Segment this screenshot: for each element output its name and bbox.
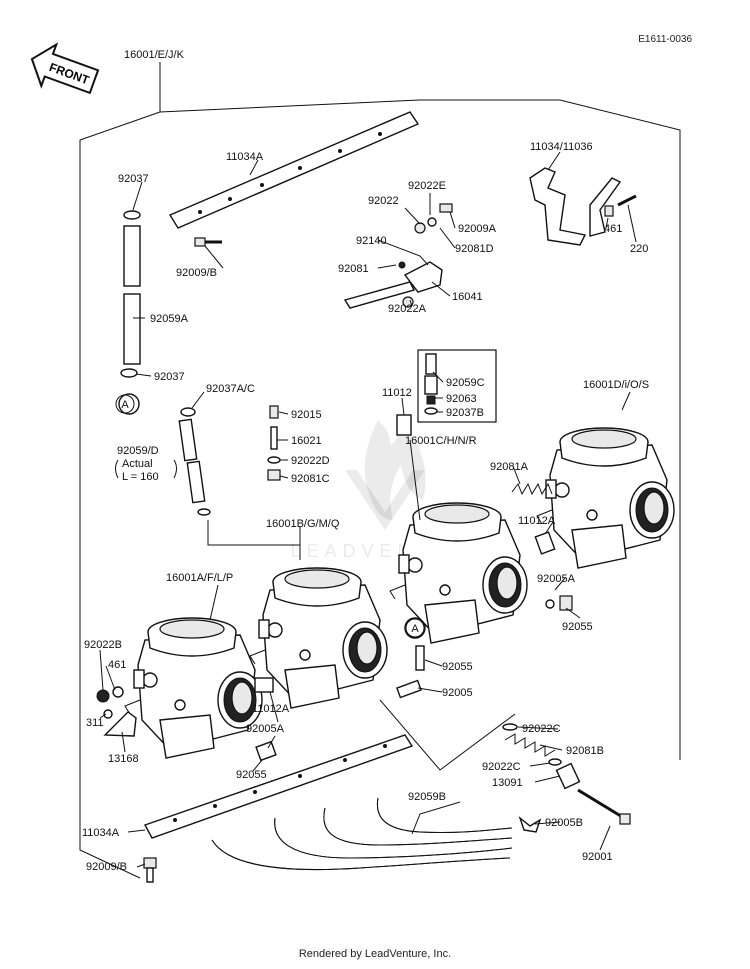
throttle-link-rail-bottom: [143, 734, 414, 839]
label-circle-a-mid: A: [411, 623, 419, 635]
label-92015: 92015: [291, 409, 322, 421]
label-92005a-mid: 92005A: [246, 723, 285, 735]
fuel-tube-92059d: [178, 407, 211, 516]
label-92055-right: 92055: [562, 621, 593, 633]
label-92022a: 92022A: [388, 303, 427, 315]
choke-small-parts: [96, 686, 137, 737]
label-92009b-top: 92009/B: [176, 267, 217, 279]
label-16001c-hnr: 16001C/H/N/R: [405, 435, 477, 447]
label-16001d-ios: 16001D/i/O/S: [583, 379, 649, 391]
label-circle-a-left: A: [121, 399, 129, 411]
label-92081a: 92081A: [490, 461, 529, 473]
label-92022d: 92022D: [291, 455, 330, 467]
front-arrow-icon: FRONT: [30, 42, 100, 95]
idle-adjust-screw: [502, 723, 631, 825]
throttle-link-rail-top: [168, 111, 420, 229]
carburetor-4: [536, 427, 675, 569]
label-92037b: 92037B: [446, 407, 484, 419]
bolt-92009b-bottom: [143, 857, 157, 883]
label-92059a: 92059A: [150, 313, 189, 325]
carburetor-3: [389, 502, 528, 644]
label-92059b: 92059B: [408, 791, 446, 803]
note-actual: Actual: [122, 458, 153, 470]
label-92009b-bottom: 92009/B: [86, 861, 127, 873]
label-92063: 92063: [446, 393, 477, 405]
label-11012: 11012: [382, 387, 412, 399]
carburetor-bank: [124, 427, 675, 759]
leader-lines: [99, 62, 637, 868]
label-92059d: 92059/D: [117, 445, 159, 457]
carburetor-1: [124, 617, 263, 759]
part-labels: 16001/E/J/K 11034A 92037 92009/B 92059A …: [82, 49, 649, 873]
label-92022c-bot: 92022C: [482, 761, 521, 773]
label-11034a-bottom: 11034A: [82, 827, 120, 839]
label-92001: 92001: [582, 851, 613, 863]
bolt-92009b-top: [194, 237, 222, 247]
label-13168: 13168: [108, 753, 139, 765]
label-461-right: 461: [604, 223, 622, 235]
throttle-linkage-bracket: [529, 167, 637, 246]
vent-tube-92059a: [118, 210, 141, 415]
label-92140: 92140: [356, 235, 387, 247]
label-92059c: 92059C: [446, 377, 485, 389]
footer-credit: Rendered by LeadVenture, Inc.: [298, 948, 452, 960]
jet-kit-box: [417, 349, 497, 423]
label-461-left: 461: [108, 659, 126, 671]
label-92081d: 92081D: [455, 243, 494, 255]
label-92005b: 92005B: [545, 817, 583, 829]
label-92055-left: 92055: [236, 769, 267, 781]
label-92005a-right: 92005A: [537, 573, 576, 585]
label-92022b: 92022B: [84, 639, 122, 651]
label-13091: 13091: [492, 777, 523, 789]
label-220: 220: [630, 243, 648, 255]
label-92022c-top: 92022C: [522, 723, 561, 735]
label-16001b-gmq: 16001B/G/M/Q: [266, 518, 340, 530]
label-92081: 92081: [338, 263, 369, 275]
label-11034-11036: 11034/11036: [530, 141, 593, 153]
label-16021: 16021: [291, 435, 322, 447]
label-92022: 92022: [368, 195, 399, 207]
label-16041: 16041: [452, 291, 483, 303]
label-92022e: 92022E: [408, 180, 446, 192]
vent-hoses-92059b: [211, 797, 542, 871]
label-92055-mid: 92055: [442, 661, 473, 673]
fuel-fitting-92005: [254, 617, 426, 762]
reference-circles: [115, 394, 425, 638]
label-92037ac: 92037A/C: [206, 383, 255, 395]
note-length: L = 160: [122, 471, 159, 483]
label-92081c: 92081C: [291, 473, 330, 485]
carburetor-2: [249, 567, 388, 709]
label-16001-ejk: 16001/E/J/K: [124, 49, 185, 61]
label-92081b: 92081B: [566, 745, 604, 757]
label-11012a-right: 11012A: [518, 515, 556, 527]
label-16001a-flp: 16001A/F/L/P: [166, 572, 233, 584]
choke-lever-assembly: [343, 203, 453, 309]
label-92037-mid: 92037: [154, 371, 185, 383]
sleeve-11012: [396, 414, 412, 436]
label-92009a: 92009A: [458, 223, 497, 235]
label-311: 311: [86, 717, 104, 729]
label-11034a-top: 11034A: [226, 151, 264, 163]
label-92037-top: 92037: [118, 173, 149, 185]
spring-92081a: [511, 482, 573, 611]
label-92005: 92005: [442, 687, 473, 699]
label-11012a-mid: 11012A: [252, 703, 290, 715]
pilot-screw-stack: [267, 405, 281, 481]
diagram-code: E1611-0036: [638, 34, 692, 45]
